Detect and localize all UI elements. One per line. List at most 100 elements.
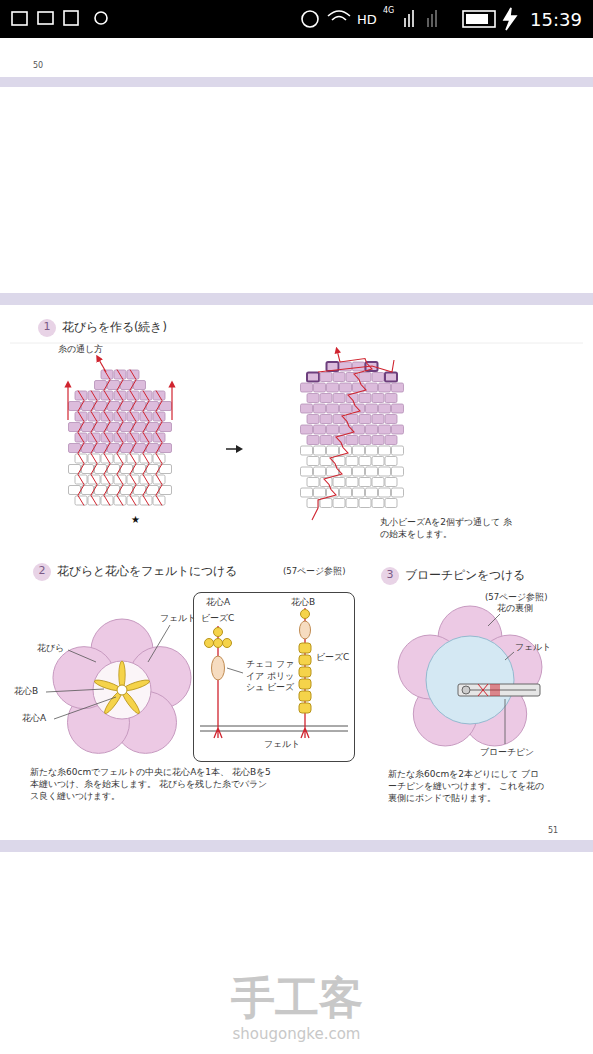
bead bbox=[392, 425, 404, 434]
bead bbox=[301, 404, 313, 413]
bead bbox=[392, 446, 404, 455]
inset-drawing bbox=[200, 608, 348, 738]
bead bbox=[307, 478, 319, 487]
bead bbox=[314, 446, 326, 455]
bead bbox=[392, 404, 404, 413]
status-text: 4G bbox=[383, 6, 394, 17]
step-heading: ブローチピンをつける bbox=[405, 568, 525, 583]
page-band bbox=[0, 293, 593, 305]
detail-box: 花心A花心BビーズCビーズCチェコ ファイア ポリッシュ ビーズフェルト bbox=[193, 592, 355, 762]
bead bbox=[301, 446, 313, 455]
step-digit: 1 bbox=[38, 320, 56, 334]
bead bbox=[359, 436, 371, 445]
bead bbox=[385, 457, 397, 466]
bead bbox=[353, 467, 365, 476]
bead bbox=[379, 404, 391, 413]
bead bbox=[379, 446, 391, 455]
bead bbox=[385, 478, 397, 487]
bead bbox=[372, 478, 384, 487]
thread bbox=[130, 370, 136, 506]
thread bbox=[156, 391, 162, 506]
bead bbox=[327, 446, 339, 455]
bead bbox=[359, 394, 371, 403]
bead bbox=[392, 467, 404, 476]
bead bbox=[307, 415, 319, 424]
part-label: フェルト bbox=[264, 739, 300, 751]
flower-front bbox=[53, 619, 191, 753]
bead bbox=[359, 373, 371, 382]
label: フェルト bbox=[160, 612, 196, 624]
label: 新たな糸60cmを2本どりにして ブローチピンを縫いつけます。 これを花の裏側に… bbox=[388, 768, 546, 804]
thread bbox=[318, 360, 394, 372]
bead bbox=[346, 478, 358, 487]
bead bbox=[353, 446, 365, 455]
bead bbox=[392, 488, 404, 497]
bead bbox=[301, 467, 313, 476]
page-band bbox=[0, 77, 593, 87]
bead bbox=[385, 415, 397, 424]
felt bbox=[93, 661, 151, 719]
step-digit: 3 bbox=[381, 568, 399, 582]
flower-back bbox=[398, 606, 542, 746]
bead bbox=[366, 467, 378, 476]
rule bbox=[10, 343, 583, 344]
bead bbox=[301, 383, 313, 392]
label: 花心B bbox=[14, 685, 38, 697]
part-label: チェコ ファイア ポリッシュ ビーズ bbox=[246, 659, 298, 694]
step-heading: 花びらと花心をフェルトにつける bbox=[57, 564, 237, 579]
bead bbox=[314, 425, 326, 434]
bead bbox=[307, 499, 319, 508]
bead bbox=[366, 404, 378, 413]
part-label: 花心A bbox=[206, 597, 230, 609]
label: 糸の通し方 bbox=[58, 343, 103, 355]
bead bbox=[385, 499, 397, 508]
label: ★ bbox=[131, 513, 140, 527]
bead bbox=[333, 373, 345, 382]
bead bbox=[346, 436, 358, 445]
bead bbox=[353, 488, 365, 497]
bead bbox=[333, 394, 345, 403]
label: (57ページ参照) bbox=[485, 592, 547, 603]
status-text: 15:39 bbox=[530, 8, 582, 32]
bead bbox=[340, 488, 352, 497]
thread bbox=[143, 391, 149, 506]
status-text: HD bbox=[357, 11, 377, 29]
bead bbox=[320, 394, 332, 403]
bead bbox=[379, 425, 391, 434]
battery-level bbox=[466, 14, 488, 24]
bead bbox=[359, 499, 371, 508]
leader-lines bbox=[46, 614, 514, 744]
status-bar bbox=[0, 0, 593, 38]
bead bbox=[379, 488, 391, 497]
bead bbox=[366, 425, 378, 434]
bead bbox=[366, 383, 378, 392]
label: 51 bbox=[548, 826, 558, 837]
label: (57ページ参照) bbox=[283, 566, 345, 577]
bead bbox=[314, 404, 326, 413]
bead bbox=[320, 373, 332, 382]
bead bbox=[372, 373, 384, 382]
bead bbox=[333, 499, 345, 508]
bead bbox=[333, 478, 345, 487]
label: 新たな糸60cmでフェルトの中央に花心Aを1本、 花心Bを5本縫いつけ、糸を始末… bbox=[30, 766, 275, 802]
bead bbox=[372, 457, 384, 466]
thread-arrow bbox=[67, 384, 68, 420]
bead bbox=[366, 488, 378, 497]
thread-arrow bbox=[98, 358, 106, 372]
bead bbox=[372, 436, 384, 445]
bead bbox=[385, 436, 397, 445]
thread bbox=[312, 350, 372, 520]
status-icons bbox=[12, 8, 516, 30]
bead bbox=[359, 478, 371, 487]
bead bbox=[307, 436, 319, 445]
bead bbox=[379, 383, 391, 392]
felt bbox=[426, 636, 514, 724]
watermark: 手工客 bbox=[0, 968, 593, 1027]
step-heading: 花びらを作る(続き) bbox=[62, 320, 167, 335]
bead bbox=[320, 436, 332, 445]
bead bbox=[320, 415, 332, 424]
bead bbox=[372, 499, 384, 508]
label: ブローチピン bbox=[480, 746, 534, 758]
label: 丸小ビーズAを2個ずつ通して 糸の始末をします。 bbox=[380, 516, 520, 540]
bead bbox=[346, 499, 358, 508]
